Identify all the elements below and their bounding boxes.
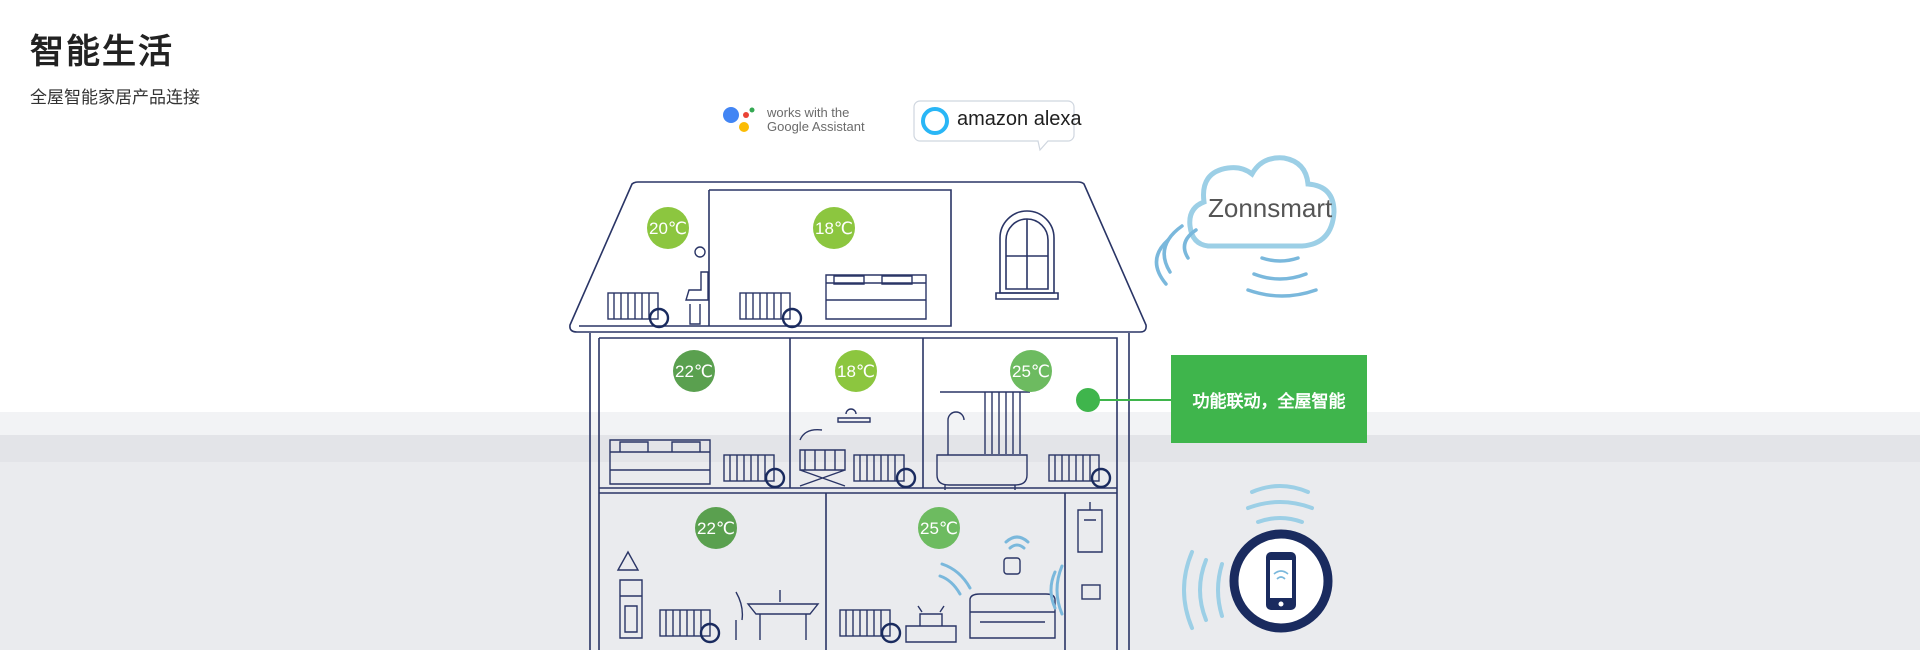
thermostat-icon [895,467,917,489]
temp-attic-bedroom: 18℃ [815,219,853,238]
phone-icon [1182,484,1333,633]
temp-badge [647,207,689,249]
temp-bathroom: 25℃ [1012,362,1050,381]
alexa-label: amazon alexa [957,108,1082,130]
temp-badge [835,350,877,392]
temp-badge [918,507,960,549]
house [569,181,1147,650]
page-subtitle: 全屋智能家居产品连接 [30,88,200,108]
radiator [739,292,791,320]
thermostat-icon [648,307,670,329]
temp-kitchen: 22℃ [697,519,735,538]
wifi-waves [938,535,1064,616]
radiator [607,292,659,320]
cloud-signal-waves [1154,224,1318,298]
temp-badge [695,507,737,549]
temp-badge [813,207,855,249]
page-title: 智能生活 [30,32,174,72]
furniture [607,246,1103,643]
google-assistant-line2: Google Assistant [767,119,865,134]
floor-band-light [0,412,1920,435]
page-header: 智能生活 全屋智能家居产品连接 [30,24,200,108]
temp-mid-bedroom: 22℃ [675,362,713,381]
temp-living: 25℃ [920,519,958,538]
feature-label: 功能联动，全屋智能 [1192,391,1346,412]
thermostat-icon [781,307,803,329]
temp-nursery: 18℃ [837,362,875,381]
temp-attic-bath: 20℃ [649,219,687,238]
thermostat-icon [699,622,721,644]
thermostat-icon [880,622,902,644]
temp-badge [1010,350,1052,392]
thermostat-icon [1090,467,1112,489]
alexa-badge [913,100,1075,152]
cloud-icon [1187,155,1337,249]
cloud-label: Zonnsmart [1208,193,1333,223]
thermostat-markers [648,307,1112,644]
google-assistant-line1: works with the [767,105,850,120]
google-assistant-logo [723,107,755,132]
feature-connector [1076,388,1171,412]
feature-callout: 功能联动，全屋智能 [1171,355,1367,443]
temp-badge [673,350,715,392]
floor-band-mid [0,435,1920,462]
thermostat-icon [764,467,786,489]
temperature-badges: 20℃ 18℃ 22℃ 18℃ 25℃ 22℃ 25℃ [647,207,1052,549]
